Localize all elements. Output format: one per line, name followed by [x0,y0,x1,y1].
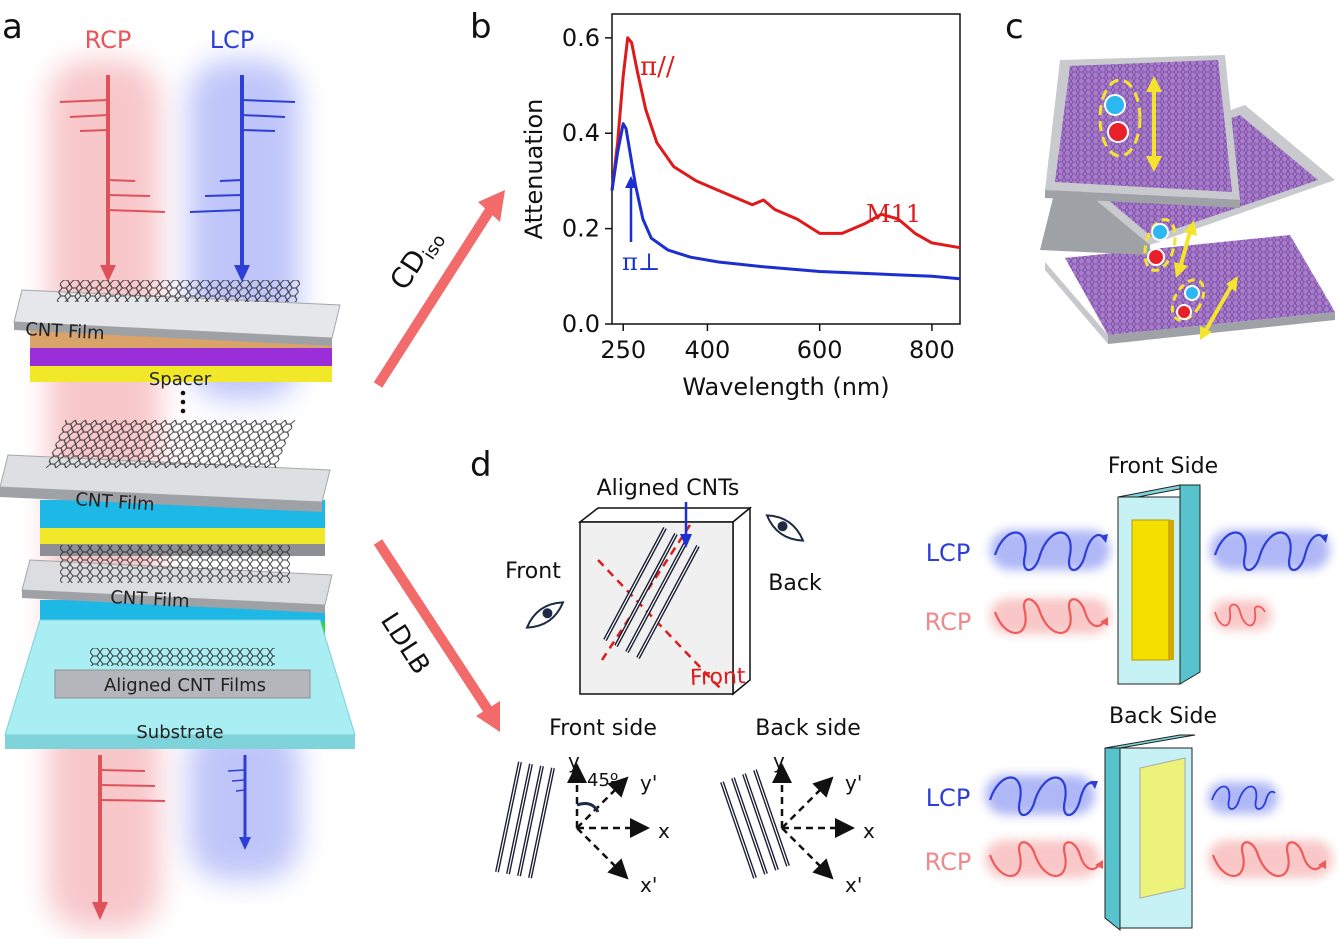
front-side-caption: Front Side [1108,454,1218,479]
ellipsis-dots [180,390,186,414]
x-axis-label: Wavelength (nm) [682,373,889,401]
front-side-cnts-inner [496,761,554,879]
aligned-cnt-films-label: Aligned CNT Films [104,675,266,696]
back-slab [1104,734,1196,932]
pi-perp-annotation: π⊥ [622,248,660,276]
x-tick-label: 600 [797,336,843,364]
panel-a: a RCP LCP [0,7,356,930]
charge-dipole-bottom [1170,276,1238,340]
m11-annotation: M11 [866,200,921,228]
front-rcp-label: RCP [925,608,972,636]
ldlb-arrow: LDLB [373,539,500,732]
y-tick-label: 0.4 [562,119,600,147]
plot-frame [611,13,961,325]
back-axis-yp: y' [845,771,862,795]
series-line-1 [610,122,961,281]
helix-front-rcp-in [990,598,1110,635]
back-axis-y: y [773,749,785,773]
aligned-cnts-label: Aligned CNTs [597,476,740,501]
top-stack: CNT Film Spacer [13,280,341,390]
back-label: Back [768,571,822,596]
back-axis-x: x [863,819,875,843]
panel-label-c: c [1005,7,1024,47]
helix-front-lcp-out [1210,530,1330,572]
pi-perp-pointer [625,176,637,242]
rcp-label: RCP [85,26,132,54]
x-tick-label: 800 [909,336,955,364]
back-side-cnts [720,769,790,879]
cd-iso-arrow: CDiso [373,190,505,388]
front-slab [1117,484,1201,685]
charge-dipole-top [1098,76,1162,172]
chart-ticks: 250 400 600 800 0.0 0.2 0.4 0.6 [562,24,955,364]
front-axis-x: x [658,819,670,843]
back-side-label: Back side [755,716,860,741]
back-axes [772,763,855,880]
helix-front-rcp-out [1212,600,1272,630]
cnt-film-label-1: CNT Film [25,319,105,344]
helix-back-lcp-in [985,775,1098,817]
panel-label-b: b [470,7,492,47]
panel-label-a: a [2,7,23,47]
front-angle: 45º [587,770,618,791]
front-axis-yp: y' [640,771,657,795]
front-axis-xp: x' [640,873,657,897]
back-lcp-label: LCP [926,784,971,812]
pi-par-annotation: π// [640,52,675,82]
substrate-label: Substrate [136,722,223,743]
helix-back-rcp-out [1208,840,1333,878]
back-side-cnts-inner [721,769,789,879]
lcp-arrow-in [189,75,296,282]
eye-icon-back [765,514,805,542]
x-tick-label: 400 [685,336,731,364]
panel-b: b 250 400 600 800 0.0 0.2 0.4 0.6 Wavelength (n… [470,7,961,401]
chart-lines [610,36,961,281]
y-tick-label: 0.6 [562,24,600,52]
lcp-arrow-out [227,755,251,850]
spacer-label: Spacer [149,369,212,390]
y-tick-label: 0.0 [562,310,600,338]
charge-dipole-middle [1143,218,1197,278]
front-lcp-label: LCP [926,539,971,567]
panel-d: d Front Aligned CNTs [470,445,1333,932]
front-axes [567,763,650,880]
rcp-arrow-in [59,75,166,282]
front-axis-y: y [568,749,580,773]
front-side-label: Front side [549,716,657,741]
rcp-arrow-out [92,755,166,920]
back-axis-xp: x' [845,873,862,897]
back-rcp-label: RCP [925,848,972,876]
panel-c: c [1005,7,1335,344]
front-red-label: Front [690,664,747,691]
y-axis-label: Attenuation [520,99,548,240]
panel-label-d: d [470,445,492,485]
x-tick-label: 250 [600,336,646,364]
helix-back-rcp-in [985,840,1103,878]
cnt-block: Front [577,506,753,696]
helix-back-lcp-out [1208,782,1278,814]
y-tick-label: 0.2 [562,215,600,243]
eye-icon-front [525,601,565,629]
aligned-cnts-pointer [680,502,692,548]
back-side-caption: Back Side [1109,704,1217,729]
series-line-0 [610,36,961,250]
front-label: Front [505,559,561,584]
cnt-film-label-3: CNT Film [110,587,190,612]
substrate-stack: Aligned CNT Films Substrate [4,619,356,749]
helix-front-lcp-in [990,530,1110,572]
front-side-cnts [495,761,555,879]
lcp-label: LCP [210,26,255,54]
